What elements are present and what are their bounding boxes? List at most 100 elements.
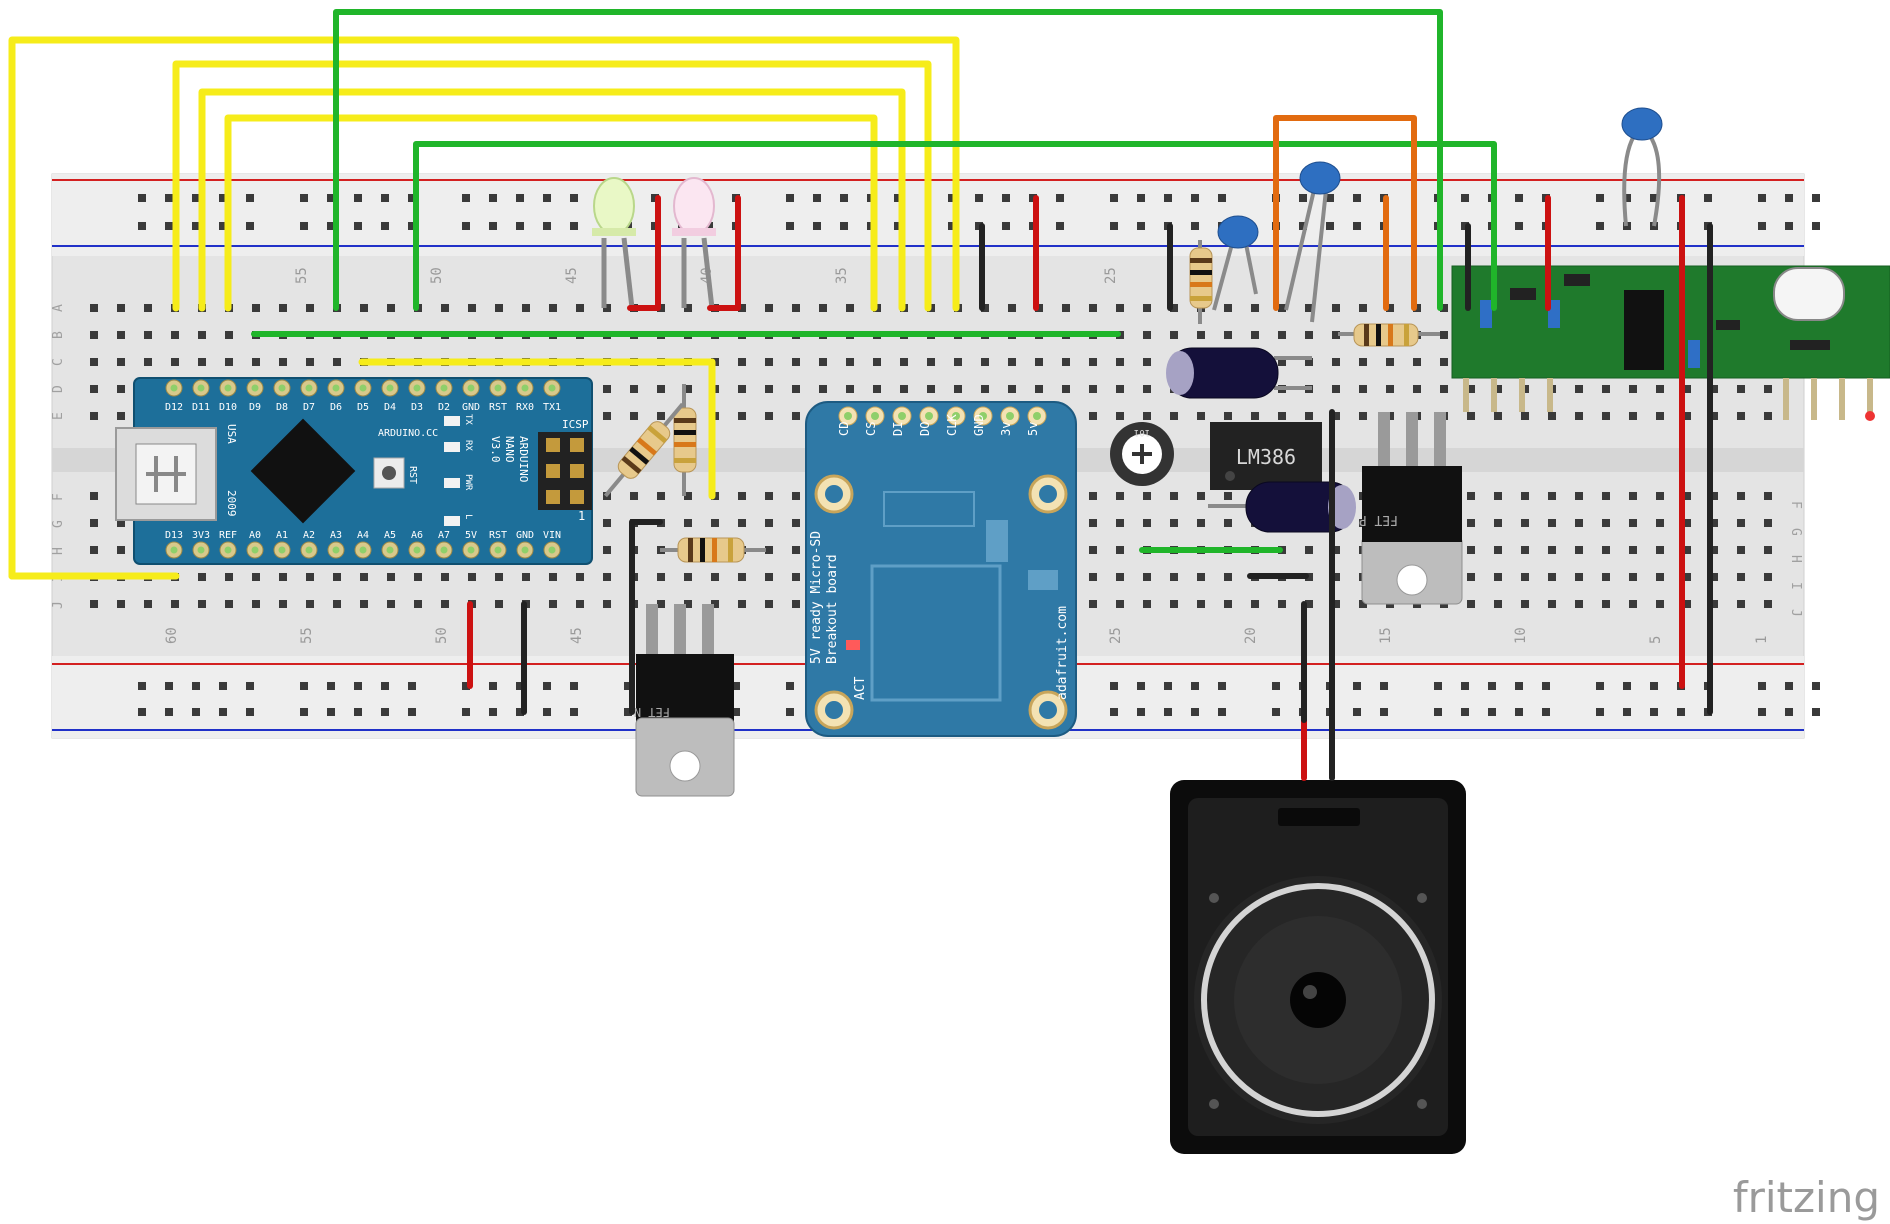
- breadboard-hole: [738, 573, 746, 581]
- wire-yellow-1[interactable]: [8, 36, 960, 580]
- breadboard-hole: [354, 682, 362, 690]
- breadboard-hole: [1596, 708, 1604, 716]
- wire-yellow-2[interactable]: [172, 60, 932, 312]
- ceramic-capacitor-1[interactable]: [1212, 215, 1259, 311]
- breadboard-hole: [489, 708, 497, 716]
- resistor-4[interactable]: [597, 397, 691, 503]
- breadboard-hole: [732, 682, 740, 690]
- breadboard-hole: [1089, 304, 1097, 312]
- breadboard-hole: [1521, 573, 1529, 581]
- breadboard-hole: [1359, 304, 1367, 312]
- potentiometer-cross-icon: [1132, 444, 1152, 464]
- breadboard-hole: [1143, 358, 1151, 366]
- wire-yellow-5[interactable]: [358, 358, 716, 500]
- sd-pin-center: [952, 412, 960, 420]
- breadboard-hole: [1785, 194, 1793, 202]
- led-pink[interactable]: [672, 177, 716, 309]
- wire-black-6[interactable]: [629, 519, 663, 715]
- breadboard-hole: [144, 304, 152, 312]
- nano-pin-center: [548, 546, 556, 554]
- breadboard-hole: [192, 708, 200, 716]
- resistor-3[interactable]: [673, 384, 697, 496]
- breadboard-hole: [1353, 708, 1361, 716]
- wire-red-2[interactable]: [707, 195, 741, 311]
- led-green[interactable]: [592, 177, 636, 309]
- pin-label-d13: D13: [165, 530, 183, 541]
- ceramic-capacitor-2[interactable]: [1284, 161, 1341, 323]
- breadboard-hole: [1785, 708, 1793, 716]
- breadboard-hole: [90, 600, 98, 608]
- wire-green-1[interactable]: [333, 9, 1443, 311]
- fritzing-watermark: fritzing: [1733, 1173, 1880, 1222]
- breadboard-hole: [441, 304, 449, 312]
- wire-green-2[interactable]: [413, 141, 1497, 311]
- breadboard-hole: [165, 194, 173, 202]
- breadboard-hole: [1170, 573, 1178, 581]
- breadboard-hole: [1137, 194, 1145, 202]
- breadboard-hole: [954, 385, 962, 393]
- wire-yellow-4[interactable]: [224, 114, 878, 312]
- breadboard-hole: [198, 358, 206, 366]
- breadboard-hole: [90, 385, 98, 393]
- breadboard-hole: [1596, 194, 1604, 202]
- breadboard-hole: [246, 708, 254, 716]
- resistor-2[interactable]: [1338, 323, 1440, 347]
- breadboard-hole: [1170, 331, 1178, 339]
- breadboard-hole: [840, 194, 848, 202]
- breadboard-hole: [462, 222, 470, 230]
- nano-header-pins: [165, 379, 561, 559]
- breadboard-hole: [738, 304, 746, 312]
- electrolytic-capacitor-1[interactable]: [1166, 347, 1312, 399]
- breadboard-hole: [1251, 304, 1259, 312]
- breadboard-hole: [327, 708, 335, 716]
- breadboard-hole: [144, 331, 152, 339]
- breadboard-hole: [1008, 385, 1016, 393]
- breadboard-hole: [1359, 385, 1367, 393]
- breadboard-hole: [90, 412, 98, 420]
- sd-pin-center: [844, 412, 852, 420]
- arduino-nano[interactable]: RST ICSP 1 TX RX PWR L ARDUINO.CC ARDUIN…: [115, 377, 593, 565]
- breadboard-hole: [1143, 492, 1151, 500]
- mosfet-p-label: FET P: [1359, 512, 1398, 527]
- rf-receiver-module[interactable]: [1451, 265, 1890, 421]
- breadboard-hole: [1542, 708, 1550, 716]
- breadboard-hole: [1062, 385, 1070, 393]
- col-num-35-top: 35: [834, 267, 850, 284]
- pin-label-tx1: TX1: [543, 402, 561, 413]
- sd-breakout-board[interactable]: CD CS DI DO CLK GND 3v 5v 5V ready Micro…: [805, 401, 1077, 737]
- sd-mounting-holes: [814, 474, 1068, 730]
- mosfet-n-lead-3: [702, 604, 714, 654]
- resistor-2-band-4: [1404, 324, 1409, 346]
- breadboard-hole: [786, 194, 794, 202]
- resistor-5-band-4: [728, 538, 733, 562]
- breadboard-hole: [1062, 358, 1070, 366]
- breadboard-hole: [1785, 682, 1793, 690]
- icsp-label: ICSP: [562, 418, 589, 431]
- wire-yellow-3[interactable]: [198, 88, 906, 312]
- breadboard-hole: [1116, 573, 1124, 581]
- breadboard-hole: [354, 222, 362, 230]
- breadboard-hole: [1764, 385, 1772, 393]
- ceramic-capacitor-3[interactable]: [1621, 107, 1663, 227]
- mosfet-n[interactable]: FET N: [634, 604, 735, 797]
- mosfet-p[interactable]: FET P: [1359, 412, 1463, 605]
- col-num-50-bottom: 50: [434, 627, 450, 644]
- lm386-chip[interactable]: LM386: [1210, 422, 1322, 490]
- breadboard-hole: [522, 304, 530, 312]
- wire-red-1[interactable]: [627, 195, 661, 311]
- breadboard-hole: [1413, 385, 1421, 393]
- breadboard-hole: [1812, 682, 1820, 690]
- breadboard-hole: [1305, 304, 1313, 312]
- pin-label-5v: 5V: [465, 530, 477, 541]
- breadboard-hole: [1683, 600, 1691, 608]
- nano-pin-center: [386, 384, 394, 392]
- potentiometer[interactable]: 101: [1110, 422, 1174, 486]
- resistor-1[interactable]: [1189, 240, 1213, 324]
- breadboard-hole: [1326, 222, 1334, 230]
- resistor-5[interactable]: [660, 537, 766, 563]
- breadboard-hole: [1629, 519, 1637, 527]
- breadboard-hole: [219, 222, 227, 230]
- speaker[interactable]: [1170, 780, 1466, 1154]
- breadboard-hole: [279, 600, 287, 608]
- wire-orange-1[interactable]: [1273, 115, 1417, 311]
